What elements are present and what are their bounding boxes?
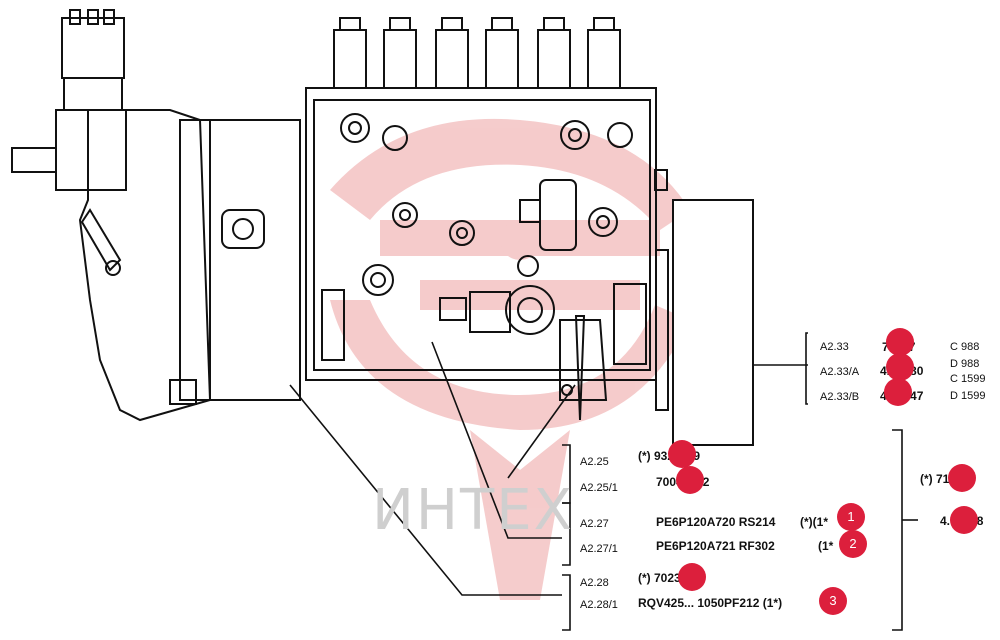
lever (80, 208, 122, 272)
governor-housing (78, 109, 212, 422)
ref-a2-33-b: A2.33/B (820, 391, 860, 403)
variant-c1599: C 1599 (950, 373, 986, 385)
variant-c988: C 988 (950, 341, 980, 353)
variant-d988: D 988 (950, 358, 980, 370)
actuator-body (61, 17, 125, 79)
marker-dot[interactable] (668, 440, 696, 468)
leader-lines (289, 332, 918, 631)
delivery-valves (333, 17, 621, 89)
pump-linework (11, 9, 754, 446)
side-fitting (613, 283, 647, 365)
watermark-text: ИНТЕХ (372, 478, 574, 543)
model-a2-27-1: PE6P120A721 RF302 (656, 539, 775, 553)
marker-dot[interactable] (678, 563, 706, 591)
model-a2-27: PE6P120A720 RS214 (656, 515, 776, 529)
ref-a2-33-a: A2.33/A (820, 366, 860, 378)
variant-d1599: D 1599 (950, 390, 986, 402)
pump-label-plate (672, 199, 754, 446)
ref-a2-27: A2.27 (580, 518, 609, 530)
model-a2-28-1: RQV425... 1050PF212 (1*) (638, 596, 783, 610)
ref-a2-27-1: A2.27/1 (580, 543, 618, 555)
badge-1[interactable]: 1 (837, 503, 865, 531)
shaft-end (11, 147, 57, 173)
marker-dot[interactable] (948, 464, 976, 492)
marker-dot[interactable] (884, 378, 912, 406)
badge-3[interactable]: 3 (819, 587, 847, 615)
ref-a2-25: A2.25 (580, 456, 609, 468)
fitting (505, 285, 555, 335)
suffix-a2-27: (*)(1* (800, 515, 829, 529)
ref-a2-25-1: A2.25/1 (580, 482, 618, 494)
badge-2[interactable]: 2 (839, 530, 867, 558)
suffix-a2-27-1: (1* (818, 539, 834, 553)
bracket (559, 319, 608, 401)
marker-dot[interactable] (950, 506, 978, 534)
marker-dot[interactable] (886, 353, 914, 381)
marker-dot[interactable] (676, 466, 704, 494)
marker-dot[interactable] (886, 328, 914, 356)
ref-a2-28-1: A2.28/1 (580, 599, 618, 611)
ref-a2-28: A2.28 (580, 577, 609, 589)
pump-body (305, 87, 657, 381)
ref-a2-33: A2.33 (820, 341, 849, 353)
